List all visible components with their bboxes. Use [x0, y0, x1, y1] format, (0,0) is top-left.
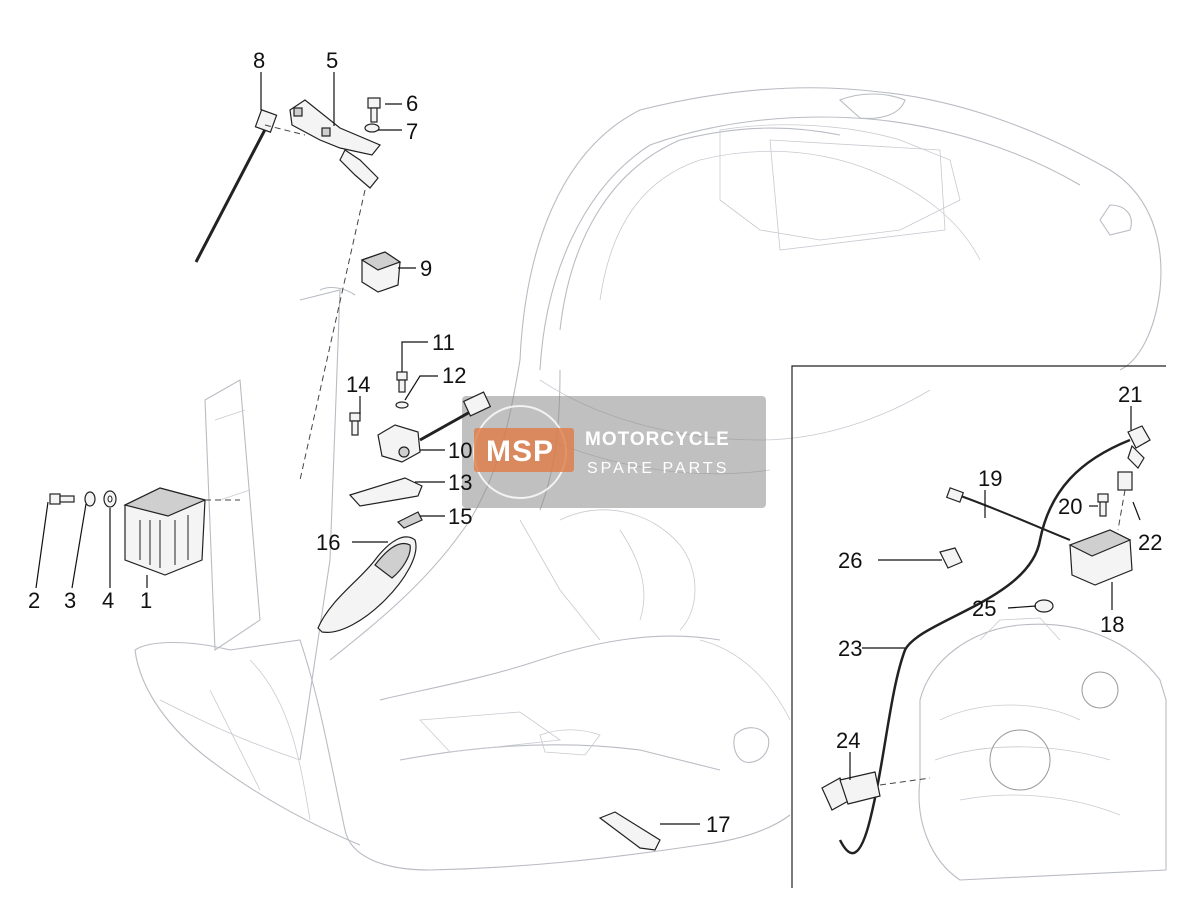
callout-23: 23	[838, 636, 862, 661]
watermark-subtitle: SPARE PARTS	[587, 460, 729, 477]
callout-labels: 8 5 6 7 9 11 12 14 10 13 15 16 17 2 3 4 …	[28, 48, 1162, 837]
part-14-screw	[349, 412, 361, 436]
part-17-cover	[598, 811, 661, 851]
part-15-clip	[396, 511, 423, 529]
part-9-relay	[360, 251, 402, 293]
part-25-clamp	[1034, 599, 1054, 613]
part-11-screw	[396, 371, 408, 393]
part-2-screw	[49, 493, 75, 505]
callout-3: 3	[64, 588, 76, 613]
leader-lines	[35, 72, 1141, 825]
part-20-screw	[1097, 493, 1109, 517]
part-7-washer	[364, 123, 380, 133]
part-22-terminal	[1117, 471, 1133, 491]
callout-24: 24	[836, 728, 860, 753]
callout-14: 14	[346, 372, 370, 397]
callout-10: 10	[448, 438, 472, 463]
watermark-logo-box	[474, 428, 574, 472]
callout-26: 26	[838, 548, 862, 573]
part-18-ignition-coil	[1068, 529, 1133, 586]
watermark-title: MOTORCYCLE	[585, 429, 730, 450]
assembly-line-bracket	[264, 124, 306, 136]
part-5-bracket	[289, 99, 381, 189]
callout-11: 11	[432, 330, 455, 355]
part-1-regulator	[123, 487, 207, 576]
part-24-sensor	[821, 771, 881, 811]
part-19-wire	[945, 487, 1071, 541]
callout-5: 5	[326, 48, 338, 73]
assembly-line-coil	[1117, 489, 1126, 531]
part-26-clip	[939, 547, 963, 569]
callout-8: 8	[253, 48, 265, 73]
assembly-line-inset	[879, 777, 931, 786]
callout-19: 19	[978, 466, 1002, 491]
part-21-plug-cap	[1127, 425, 1151, 469]
callout-9: 9	[420, 256, 432, 281]
part-4-washer	[103, 490, 117, 508]
callout-18: 18	[1100, 612, 1124, 637]
callout-15: 15	[448, 504, 472, 529]
callout-7: 7	[406, 119, 418, 144]
callout-13: 13	[448, 470, 472, 495]
part-12-washer	[395, 401, 409, 409]
callout-22: 22	[1138, 530, 1162, 555]
part-6-screw	[367, 97, 381, 123]
watermark-logo-text: MSP	[486, 435, 554, 468]
callout-12: 12	[442, 363, 466, 388]
assembly-line-left	[299, 189, 366, 481]
inset-panel	[791, 365, 1167, 888]
part-16-cover	[317, 536, 417, 633]
callout-16: 16	[316, 530, 340, 555]
part-8-cable-tie	[194, 109, 278, 263]
callout-2: 2	[28, 588, 40, 613]
part-13-plate	[348, 477, 423, 507]
part-3-washer	[84, 491, 96, 507]
callout-21: 21	[1118, 382, 1142, 407]
watermark: MSP MOTORCYCLE SPARE PARTS	[462, 396, 766, 508]
callout-1: 1	[140, 588, 152, 613]
callout-25: 25	[972, 596, 996, 621]
part-10-sensor	[377, 391, 492, 463]
callout-20: 20	[1058, 494, 1082, 519]
part-23-ht-cable	[838, 438, 1131, 855]
callout-17: 17	[706, 812, 730, 837]
callout-4: 4	[102, 588, 114, 613]
callout-6: 6	[406, 91, 418, 116]
